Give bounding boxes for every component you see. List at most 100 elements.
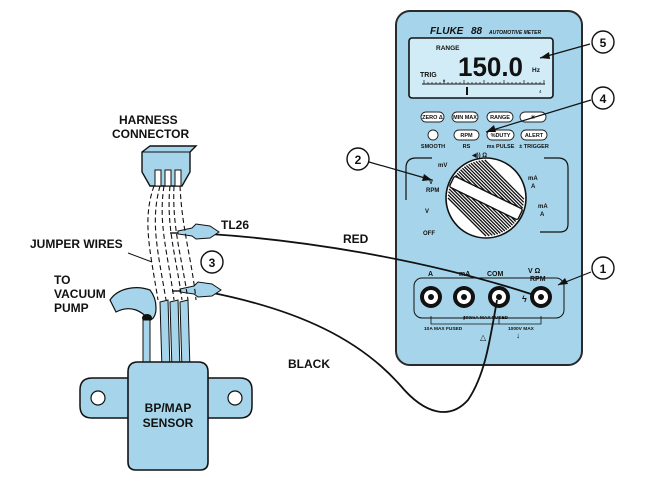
jack-v-ohm-label: V Ω: [528, 268, 541, 275]
fuse-bracket: [430, 316, 499, 325]
max-voltage-label: 1000V MAX: [508, 326, 535, 332]
meter-model: 88: [471, 26, 483, 37]
jack-com-label: COM: [487, 271, 504, 278]
red-lead-wire: [209, 233, 532, 295]
rpm-sublabel: RS: [463, 144, 471, 150]
lightning-icon: ϟ: [522, 294, 527, 304]
jumper-wires: [147, 185, 197, 301]
callout-5: 5: [539, 30, 615, 59]
harness-connector: [141, 145, 198, 187]
meter-subtitle: AUTOMOTIVE METER: [488, 30, 542, 36]
range-button[interactable]: RANGE: [486, 111, 514, 123]
vacuum-label-line2: VACUUM: [54, 287, 106, 301]
alert-sublabel: ± TRIGGER: [519, 144, 549, 150]
alert-button-label: ALERT: [525, 133, 544, 139]
dial-rpm-label: RPM: [426, 188, 439, 194]
dial-v-label: V: [429, 180, 433, 186]
jack-v-ohm[interactable]: [530, 286, 552, 308]
dial-hatch-line: [478, 160, 524, 206]
zero-button[interactable]: ZERO Δ: [420, 111, 445, 123]
dial-ma-top-label: mA: [528, 176, 538, 182]
harness-label-line1: HARNESS: [119, 113, 178, 127]
bargraph-end: 4: [539, 89, 542, 94]
test-leads: [170, 223, 532, 413]
dial-hatch-line: [449, 185, 499, 235]
smooth-label: SMOOTH: [421, 144, 445, 150]
black-lead-label: BLACK: [288, 357, 330, 371]
display-unit: Hz: [532, 67, 541, 74]
dial-hatch-line: [484, 159, 525, 200]
callout-4-number: 4: [600, 92, 607, 106]
callout-1: 1: [557, 256, 615, 286]
dial-hatch-line: [475, 160, 524, 209]
vacuum-label-line1: TO: [54, 273, 70, 287]
dial-a-top-label: A: [531, 184, 536, 190]
callout-3: 3: [200, 250, 224, 274]
dial-frame: [405, 157, 569, 233]
bargraph-ticks: [423, 80, 545, 84]
callout-2-number: 2: [355, 153, 362, 167]
fuse-a-label: 10A MAX FUSED: [424, 326, 463, 332]
button-row-1: ZERO Δ MIN MAX RANGE ☀: [420, 111, 547, 123]
volt-bracket: [498, 316, 542, 325]
display-value: 150.0: [458, 52, 523, 82]
callout-3-number: 3: [209, 256, 216, 270]
sensor-label-line2: SENSOR: [143, 416, 194, 430]
dial-vac-label: V: [425, 209, 429, 215]
range-button-label: RANGE: [490, 115, 510, 121]
red-lead-label: RED: [343, 232, 369, 246]
dial-hatch-line: [448, 191, 493, 236]
callout-5-number: 5: [600, 36, 607, 50]
dial-a-right-label: A: [540, 212, 545, 218]
multimeter: FLUKE 88 AUTOMOTIVE METER RANGE 150.0 Hz…: [395, 10, 583, 366]
alert-button[interactable]: ALERT: [520, 129, 548, 141]
duty-sublabel: ms PULSE: [487, 144, 515, 150]
callout-1-number: 1: [600, 262, 607, 276]
jumper-leader-line: [127, 252, 153, 263]
lcd-frame: [408, 37, 554, 99]
vacuum-label-line3: PUMP: [54, 301, 89, 315]
tl26-label: TL26: [221, 218, 249, 232]
sensor-label-line1: BP/MAP: [145, 401, 192, 415]
function-dial-area: OFF mV ◀)) Ω V RPM V mA A mA A: [405, 152, 569, 239]
black-lead-wire: [207, 291, 498, 413]
dial-diode-ohm-label: ◀)) Ω: [471, 152, 487, 159]
harness-label-line2: CONNECTOR: [112, 127, 189, 141]
duty-button[interactable]: %DUTY: [486, 129, 515, 141]
jack-rpm-label: RPM: [530, 276, 546, 283]
button-row-2: SMOOTH RPM RS %DUTY ms PULSE ALERT ± TRI…: [421, 129, 549, 150]
trig-indicator: TRIG: [420, 72, 437, 79]
callout-2: 2: [346, 147, 433, 181]
bargraph-pointer: [466, 87, 468, 95]
dial-hatch-line: [481, 159, 525, 203]
zero-button-label: ZERO Δ: [422, 115, 443, 121]
jack-a[interactable]: [420, 286, 442, 308]
dial-hatch-line: [472, 161, 523, 212]
ground-icon: ↓: [516, 331, 520, 340]
dial-hatch-line: [447, 197, 487, 237]
rpm-button-label: RPM: [460, 133, 473, 139]
min-max-button[interactable]: MIN MAX: [451, 111, 479, 123]
meter-brand: FLUKE: [430, 26, 464, 37]
dial-hatch-line: [447, 194, 490, 237]
dial-mv-label: mV: [438, 163, 447, 169]
jack-a-label: A: [428, 271, 433, 278]
bargraph-start: 0: [443, 78, 446, 83]
jack-ma[interactable]: [453, 286, 475, 308]
fuse-ma-label: 400mA MAX FUSED: [463, 315, 509, 321]
tl26-probe-red[interactable]: [170, 223, 220, 240]
bp-map-sensor: BP/MAP SENSOR: [79, 299, 253, 471]
jumper-wires-label: JUMPER WIRES: [30, 237, 123, 251]
dial-off-label: OFF: [423, 231, 435, 237]
dial-pointer: [449, 175, 523, 221]
rpm-button[interactable]: RPM: [453, 129, 480, 141]
vacuum-hose: [109, 287, 157, 322]
callout-4: 4: [485, 86, 615, 133]
smooth-button[interactable]: [427, 129, 439, 141]
duty-button-label: %DUTY: [491, 133, 511, 139]
range-indicator: RANGE: [436, 45, 460, 52]
jack-com[interactable]: [488, 286, 510, 308]
dial-hatch-line: [448, 188, 496, 236]
input-jacks: A mA COM V Ω RPM ϟ 10A MAX FUSED 400mA M…: [413, 268, 565, 342]
